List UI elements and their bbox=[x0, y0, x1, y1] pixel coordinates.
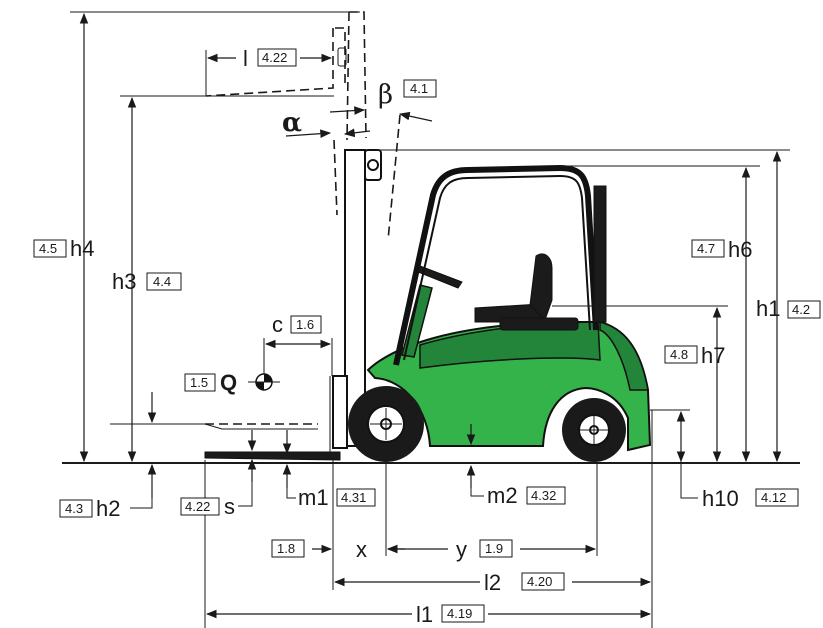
h3-ref: 4.4 bbox=[153, 274, 171, 289]
x-label: x bbox=[356, 537, 367, 562]
l2-label: l2 bbox=[484, 570, 501, 595]
y-ref: 1.9 bbox=[485, 541, 503, 556]
beta-ref: 4.1 bbox=[410, 81, 428, 96]
m1-label: m1 bbox=[298, 485, 329, 510]
h6-ref: 4.7 bbox=[697, 241, 715, 256]
h1-ref: 4.2 bbox=[792, 302, 810, 317]
h4-label: h4 bbox=[70, 236, 94, 261]
h10-ref: 4.12 bbox=[761, 490, 786, 505]
y-label: y bbox=[456, 537, 467, 562]
mast bbox=[344, 149, 366, 447]
overhead-guard bbox=[393, 164, 599, 366]
load-centre-marker bbox=[248, 373, 280, 391]
x-ref: 1.8 bbox=[277, 541, 295, 556]
beta-symbol: β bbox=[378, 80, 393, 110]
h2-ref: 4.3 bbox=[65, 501, 83, 516]
raised-mast-outline bbox=[205, 11, 401, 241]
h6-label: h6 bbox=[728, 237, 752, 262]
s-label: s bbox=[224, 494, 235, 519]
dimension-labels: l 4.22 β 4.1 α 4.5 h4 h3 4.4 4.7 h6 h1 4… bbox=[33, 46, 821, 627]
m1-ref: 4.31 bbox=[341, 490, 366, 505]
l-label: l bbox=[243, 46, 248, 71]
c-label: c bbox=[272, 312, 283, 337]
q-ref: 1.5 bbox=[190, 375, 208, 390]
h4-ref: 4.5 bbox=[39, 241, 57, 256]
l1-label: l1 bbox=[416, 602, 433, 627]
h1-label: h1 bbox=[756, 296, 780, 321]
l1-ref: 4.19 bbox=[447, 606, 472, 621]
m2-label: m2 bbox=[487, 483, 518, 508]
c-ref: 1.6 bbox=[296, 317, 314, 332]
l-ref: 4.22 bbox=[262, 50, 287, 65]
h2-label: h2 bbox=[96, 496, 120, 521]
forklift-truck bbox=[204, 149, 652, 462]
l2-ref: 4.20 bbox=[527, 574, 552, 589]
dimension-lines bbox=[70, 11, 790, 628]
fork-lowered bbox=[204, 451, 341, 461]
h7-label: h7 bbox=[701, 343, 725, 368]
h3-label: h3 bbox=[112, 269, 136, 294]
m2-ref: 4.32 bbox=[531, 488, 556, 503]
h7-ref: 4.8 bbox=[670, 347, 688, 362]
alpha-symbol: α bbox=[282, 108, 302, 138]
q-label: Q bbox=[220, 370, 237, 395]
s-ref: 4.22 bbox=[185, 499, 210, 514]
h10-label: h10 bbox=[702, 486, 739, 511]
